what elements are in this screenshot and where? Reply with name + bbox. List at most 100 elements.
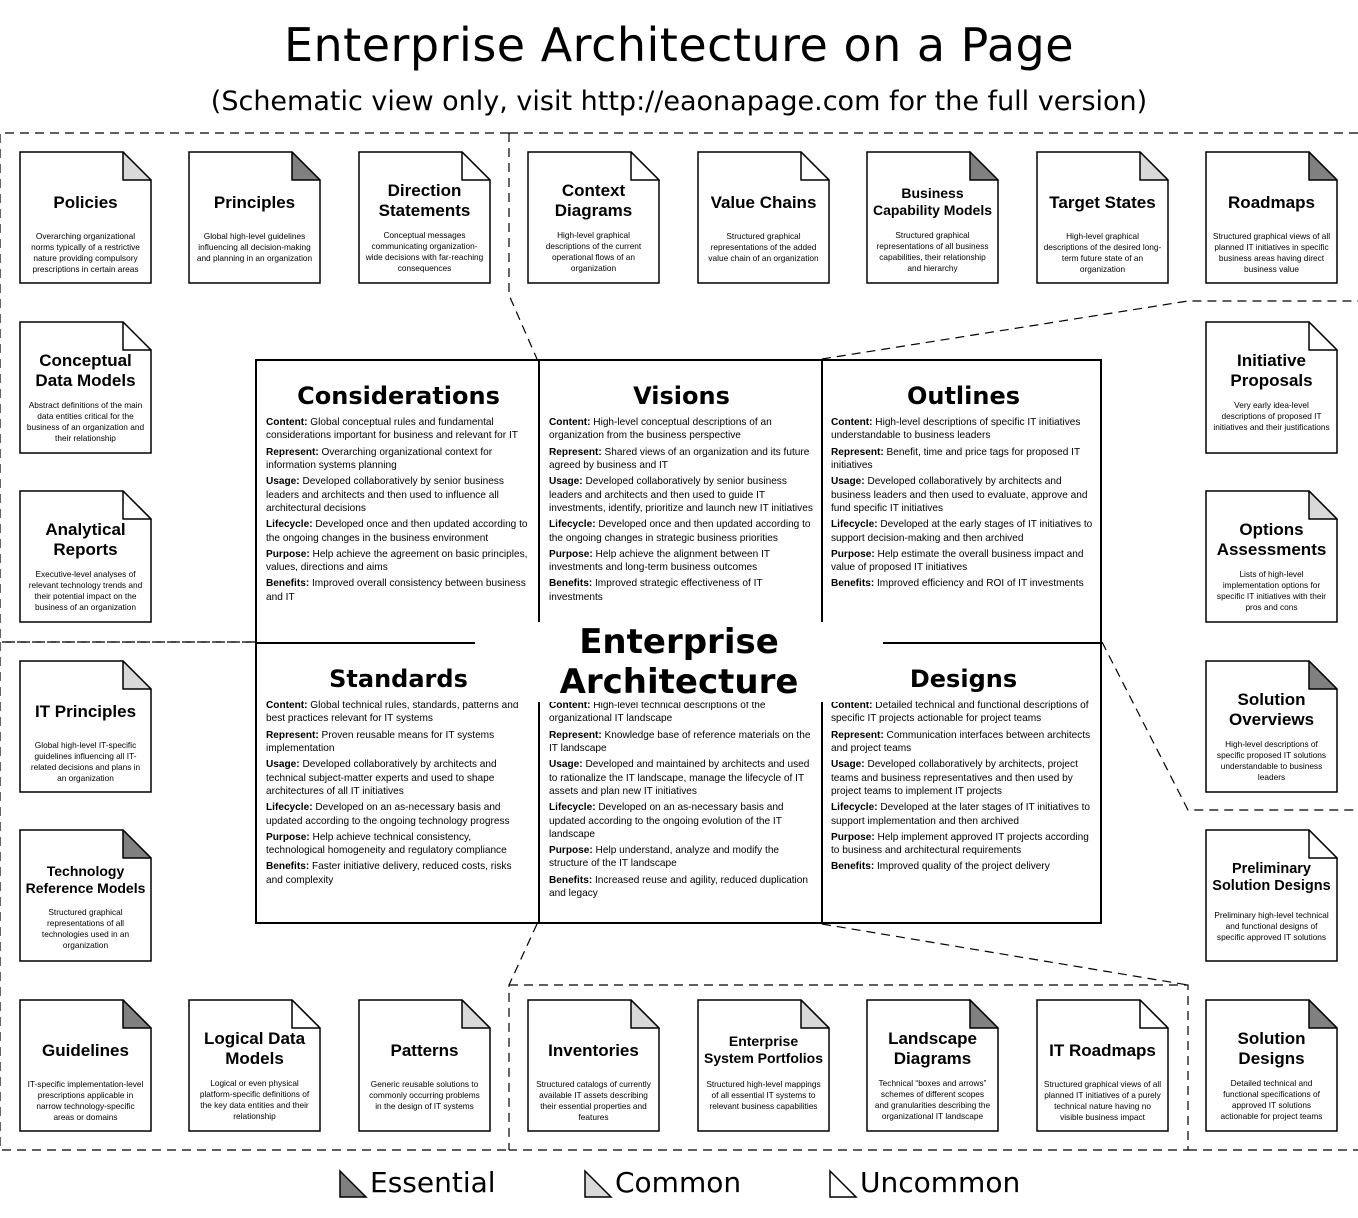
artifact-cdm-uncommon-marker	[19, 321, 152, 454]
ea-cell-row: Lifecycle: Developed at the later stages…	[831, 801, 1096, 828]
ea-row-label: Content:	[266, 700, 308, 711]
ea-cell-title: Visions	[633, 382, 730, 410]
artifact-direction-uncommon-marker	[358, 151, 491, 284]
ea-row-text: High-level conceptual descriptions of an…	[549, 417, 772, 442]
ea-row-label: Benefits:	[831, 578, 875, 590]
ea-cell-row: Usage: Developed collaboratively by arch…	[266, 758, 531, 798]
ea-cell-row: Lifecycle: Developed at the early stages…	[831, 518, 1096, 545]
ea-row-label: Usage:	[831, 759, 865, 771]
ea-row-label: Content:	[831, 700, 873, 711]
artifact-description: Global high-level guidelines influencing…	[196, 231, 313, 263]
ea-row-label: Lifecycle:	[831, 802, 878, 814]
artifact-itprinciples-common-marker	[19, 660, 152, 793]
ea-row-text: Developed and maintained by architects a…	[549, 759, 810, 797]
artifact-title: Policies	[53, 193, 118, 212]
ea-row-label: Lifecycle:	[266, 519, 313, 531]
ea-row-text: Increased reuse and agility, reduced dup…	[549, 874, 809, 900]
artifact-description: Abstract definitions of the main data en…	[26, 400, 145, 443]
ea-cell-row: Purpose: Help estimate the overall busin…	[831, 548, 1096, 575]
ea-row-text: Global conceptual rules and fundamental …	[266, 417, 518, 442]
ea-cell-row: Represent: Shared views of an organizati…	[549, 446, 814, 473]
artifact-title: Principles	[213, 193, 296, 212]
ea-cell-title: Standards	[329, 665, 468, 693]
ea-row-text: Developed on an as-necessary basis and u…	[549, 802, 784, 840]
ea-cell-row: Represent: Communication interfaces betw…	[831, 729, 1096, 756]
ea-row-label: Represent:	[266, 446, 319, 458]
ea-row-label: Content:	[831, 417, 873, 428]
ea-cell-row: Lifecycle: Developed on an as-necessary …	[266, 801, 531, 828]
ea-row-text: Proven reusable means for IT systems imp…	[266, 729, 495, 754]
designs-group-connector	[821, 923, 1189, 986]
artifact-title: Options Assessments	[1216, 520, 1327, 560]
artifact-title: Direction Statements	[378, 181, 471, 221]
visions-group-connector-top	[508, 133, 538, 360]
ea-row-label: Content:	[549, 700, 591, 711]
ea-cell-row: Content: High-level descriptions of spec…	[831, 416, 1096, 443]
artifact-context-uncommon-marker	[527, 151, 660, 284]
ea-row-label: Benefits:	[549, 874, 593, 886]
ea-row-text: High-level descriptions of specific IT i…	[831, 417, 1081, 442]
ea-row-text: Developed once and then updated accordin…	[266, 519, 528, 544]
ea-row-text: Help implement approved IT projects acco…	[831, 831, 1089, 857]
artifact-ldm-uncommon-marker	[188, 999, 321, 1132]
artifact-description: Logical or even physical platform-specif…	[199, 1078, 310, 1121]
artifact-description: Global high-level IT-specific guidelines…	[30, 740, 141, 783]
common-marker-icon	[584, 1169, 613, 1198]
artifact-title: Technology Reference Models	[25, 863, 146, 896]
ea-row-text: Help estimate the overall business impac…	[831, 548, 1084, 574]
artifact-bcm-essential-marker	[866, 151, 999, 284]
ea-row-label: Benefits:	[831, 861, 875, 873]
artifact-title: Preliminary Solution Designs	[1212, 861, 1331, 895]
artifact-description: Overarching organizational norms typical…	[31, 231, 140, 274]
artifact-description: Very early idea-level descriptions of pr…	[1213, 400, 1330, 432]
artifact-description: High-level graphical descriptions of the…	[1043, 231, 1162, 274]
ea-cell-row: Usage: Developed collaboratively by seni…	[266, 475, 531, 515]
ea-cell-landscapes: LandscapesContent: High-level technical …	[540, 665, 822, 915]
uncommon-marker-icon	[829, 1169, 858, 1198]
standards-group-outline	[0, 641, 509, 1151]
artifact-description: Structured graphical representations of …	[708, 231, 819, 263]
artifact-title: Context Diagrams	[554, 181, 633, 221]
artifact-description: IT-specific implementation-level prescri…	[27, 1079, 144, 1122]
ea-cell-row: Content: High-level technical descriptio…	[549, 699, 814, 726]
ea-cell-row: Purpose: Help achieve the agreement on b…	[266, 548, 531, 575]
ea-cell-row: Purpose: Help achieve the alignment betw…	[549, 548, 814, 575]
artifact-solutionoverviews-essential-marker	[1205, 660, 1338, 793]
ea-cell-row: Content: High-level conceptual descripti…	[549, 416, 814, 443]
artifact-description: High-level graphical descriptions of the…	[545, 230, 642, 273]
artifact-options-common-marker	[1205, 490, 1338, 623]
artifact-itroadmaps-uncommon-marker	[1036, 999, 1169, 1132]
artifact-description: Preliminary high-level technical and fun…	[1214, 910, 1329, 942]
ea-row-label: Benefits:	[266, 861, 310, 873]
legend-label: Essential	[370, 1166, 496, 1199]
ea-row-text: Benefit, time and price tags for propose…	[831, 446, 1080, 471]
ea-cell-title: Considerations	[297, 382, 500, 410]
ea-row-text: Developed collaboratively by architects …	[831, 476, 1088, 514]
ea-row-label: Usage:	[549, 476, 583, 488]
ea-row-label: Content:	[266, 417, 308, 428]
ea-row-label: Usage:	[831, 476, 865, 488]
artifact-description: Structured graphical representations of …	[41, 907, 130, 950]
artifact-title: Initiative Proposals	[1230, 351, 1313, 391]
artifact-title: Value Chains	[710, 193, 817, 212]
essential-marker-icon	[339, 1169, 368, 1198]
ea-cell-row: Lifecycle: Developed once and then updat…	[266, 518, 531, 545]
ea-cell-row: Benefits: Faster initiative delivery, re…	[266, 860, 531, 887]
ea-cell-title: Designs	[909, 665, 1018, 693]
ea-row-text: Developed at the early stages of IT init…	[831, 519, 1093, 544]
artifact-description: Detailed technical and functional specif…	[1220, 1078, 1323, 1121]
ea-cell-row: Benefits: Increased reuse and agility, r…	[549, 874, 814, 901]
